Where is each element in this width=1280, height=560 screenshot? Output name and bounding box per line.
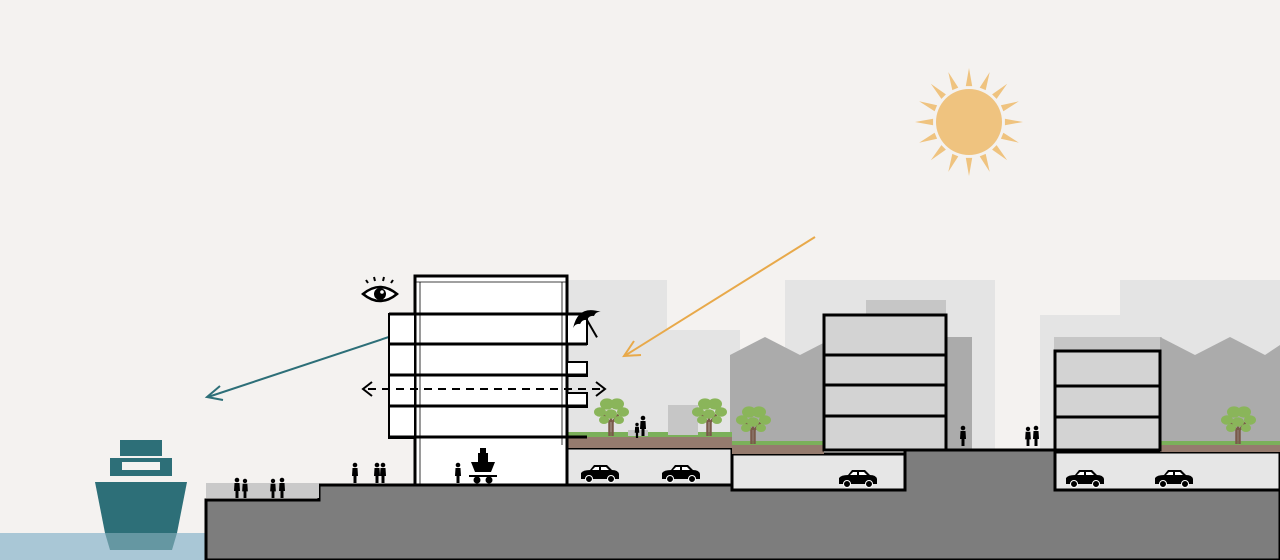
green-roof-right	[1160, 441, 1280, 445]
sun-ray-arrow	[622, 236, 816, 358]
sun-ray	[919, 101, 938, 112]
sun-ray	[965, 68, 973, 87]
person-icon	[352, 462, 358, 483]
quay-slab	[206, 483, 319, 498]
person-icon	[242, 478, 248, 498]
person-icon	[380, 462, 386, 483]
person-icon	[455, 462, 461, 483]
terrace-middle	[732, 444, 824, 454]
sun-ray	[1000, 101, 1019, 112]
sun-ray	[1000, 132, 1019, 143]
terrace-left	[567, 436, 732, 448]
car-icon	[1155, 470, 1193, 488]
backdrop-rooftops	[1160, 337, 1280, 450]
car-icon	[839, 470, 877, 488]
car-icon	[1066, 470, 1104, 488]
person-icon	[270, 478, 276, 498]
sun-ray	[1004, 118, 1023, 126]
sun-ray	[948, 72, 959, 91]
mid-building	[822, 313, 948, 452]
sun-ray	[979, 153, 990, 172]
person-icon	[374, 462, 380, 483]
tree-icon	[594, 398, 629, 436]
green-roof-left	[567, 432, 732, 437]
tree-icon	[1221, 406, 1256, 444]
sun-ray	[930, 83, 946, 99]
sun-icon	[915, 68, 1023, 176]
sun-ray	[915, 118, 934, 126]
person-icon	[1033, 425, 1039, 446]
sun-ray	[930, 145, 946, 161]
sun-ray	[992, 145, 1008, 161]
ship-icon	[95, 440, 187, 550]
trees	[594, 398, 1256, 444]
ventilation-arrow	[361, 381, 607, 397]
car-icon	[662, 465, 700, 483]
right-building	[1053, 349, 1162, 452]
person-icon	[960, 425, 966, 446]
tree-icon	[692, 398, 727, 436]
sun-ray	[948, 153, 959, 172]
tree-icon	[736, 406, 771, 444]
backdrop-tower	[946, 337, 972, 450]
garage-middle	[730, 452, 907, 492]
person-icon	[634, 422, 640, 438]
sun-ray	[992, 83, 1008, 99]
sun-disc	[936, 89, 1002, 155]
eye-icon	[361, 276, 399, 303]
person-icon	[279, 477, 285, 498]
main-building	[388, 274, 588, 487]
sun-ray	[919, 132, 938, 143]
person-icon	[640, 415, 646, 436]
person-icon	[234, 477, 240, 498]
terrace-right	[1160, 444, 1280, 452]
green-roof-middle	[732, 441, 824, 445]
boat-trailer-icon	[469, 448, 497, 484]
sun-ray	[979, 72, 990, 91]
cars	[581, 465, 1193, 488]
car-icon	[581, 465, 619, 483]
sun-ray	[965, 157, 973, 176]
umbrella-icon	[573, 310, 601, 338]
